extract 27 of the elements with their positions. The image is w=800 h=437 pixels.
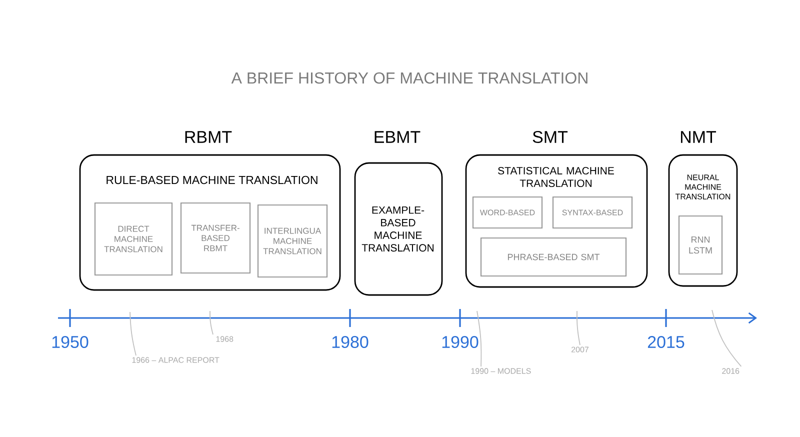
category-label: EBMT	[374, 131, 420, 143]
event-note: 2007	[572, 346, 588, 352]
leader-line	[712, 310, 742, 367]
year-label: 1990	[442, 336, 478, 348]
method-box: RNN LSTM	[678, 215, 723, 275]
method-box: INTERLINGUA MACHINE TRANSLATION	[257, 204, 328, 278]
year-label: 1980	[332, 336, 368, 348]
event-note: 1990 – MODELS	[471, 368, 531, 374]
event-note: 1968	[216, 336, 234, 342]
leader-line	[576, 310, 580, 346]
category-label: RBMT	[185, 131, 232, 143]
category-box: EXAMPLE-BASED MACHINE TRANSLATION	[354, 162, 443, 296]
method-box: SYNTAX-BASED	[552, 196, 633, 229]
leader-line	[476, 310, 482, 367]
year-label: 1950	[52, 336, 88, 348]
category-label: NMT	[681, 131, 716, 143]
method-box: WORD-BASED	[472, 196, 543, 229]
event-note: 2016	[722, 368, 740, 374]
leader-line	[210, 310, 214, 335]
diagram-title: A BRIEF HISTORY OF MACHINE TRANSLATION	[231, 72, 588, 84]
method-box: PHRASE-BASED SMT	[480, 237, 627, 277]
leader-line	[130, 312, 136, 356]
method-box: TRANSFER-BASED RBMT	[180, 202, 251, 274]
method-box: DIRECT MACHINE TRANSLATION	[94, 202, 173, 276]
category-label: SMT	[532, 130, 568, 144]
event-note: 1966 – ALPAC REPORT	[132, 357, 220, 363]
year-label: 2015	[648, 336, 684, 348]
